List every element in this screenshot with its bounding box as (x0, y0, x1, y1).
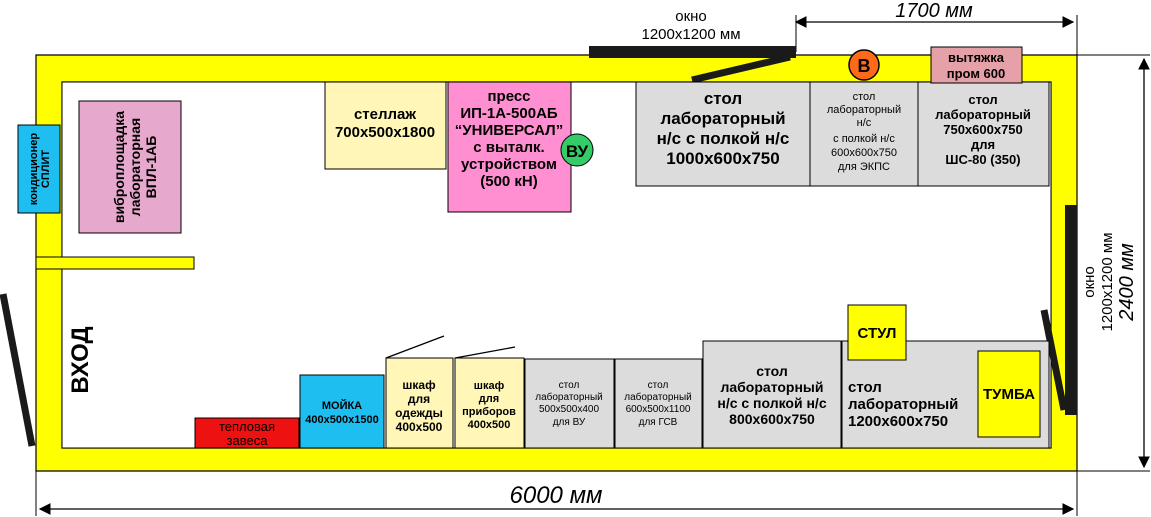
table-vu (524, 358, 615, 449)
table-800-label-4: 800х600х750 (729, 411, 815, 427)
press-label-4: с выталк. (473, 139, 544, 156)
wardrobe-devices (454, 357, 525, 449)
press-label-5: устройством (461, 156, 557, 173)
b-badge (848, 49, 880, 81)
cabinet (977, 350, 1041, 438)
table-gsv (614, 358, 703, 449)
window-top-label-2: 1200х1200 мм (641, 26, 740, 43)
press-label-2: ИП-1А-500АБ (460, 105, 558, 122)
table-ekps-label-2: лабораторный (827, 104, 901, 116)
entrance-label: ВХОД (67, 326, 94, 393)
window-right-label-2: 1200х1200 мм (1099, 232, 1116, 331)
conditioner-label-2: СПЛИТ (40, 150, 52, 188)
wardrobe-clothes (385, 357, 454, 449)
partition-stub (35, 256, 195, 270)
table-ekps-label-6: для ЭКПС (838, 161, 890, 173)
wardrobe-clothes-label-3: одежды (395, 406, 443, 420)
table-shs-label-5: ШС-80 (350) (945, 152, 1020, 167)
window-top (589, 46, 796, 58)
table-1200-label-3: 1200х600х750 (848, 413, 948, 430)
press-label-1: пресс (487, 88, 530, 105)
window-right-sash (1040, 309, 1068, 411)
vibro-platform (78, 100, 182, 234)
wardrobe-clothes-label-4: 400х500 (396, 420, 443, 434)
press (447, 81, 572, 213)
wardrobe-devices-label-3: приборов (462, 406, 516, 418)
table-ekps (809, 81, 919, 187)
vibro-label-2: лабораторная (127, 118, 143, 216)
shelf-label-2: 700х500х1800 (335, 124, 435, 141)
wardrobe-devices-label-1: шкаф (474, 380, 505, 392)
wardrobe-clothes-label-2: для (408, 392, 430, 406)
sink-label-2: 400х500х1500 (305, 414, 378, 426)
window-top-label-1: окно (675, 8, 707, 25)
table-800-label-1: стол (756, 363, 788, 379)
table-800-label-3: н/с с полкой н/с (717, 395, 826, 411)
table-1000-label-4: 1000х600х750 (666, 149, 779, 168)
table-gsv-label-4: для ГСВ (639, 417, 678, 428)
table-vu-label-1: стол (559, 380, 580, 391)
wardrobe-devices-door (454, 346, 516, 359)
wardrobe-devices-label-2: для (479, 393, 499, 405)
cabinet-label: ТУМБА (983, 386, 1035, 403)
table-shs-label-1: стол (968, 92, 997, 107)
table-vu-label-2: лабораторный (535, 391, 602, 403)
shelf (324, 81, 447, 170)
window-right (1065, 205, 1077, 415)
vu-badge-label: ВУ (566, 142, 589, 161)
wardrobe-clothes-label-1: шкаф (402, 378, 436, 392)
hood-label-1: вытяжка (948, 50, 1005, 65)
table-1000-label-2: лабораторный (660, 109, 785, 128)
heat-curtain-label-2: завеса (227, 433, 269, 448)
b-badge-label: В (858, 56, 871, 76)
heat-curtain (194, 417, 300, 449)
press-label-6: (500 кН) (480, 173, 538, 190)
table-vu-label-4: для ВУ (553, 417, 586, 428)
vu-badge (560, 133, 594, 167)
wardrobe-clothes-door (385, 335, 445, 359)
table-shs-label-4: для (971, 137, 995, 152)
entrance-door (0, 293, 36, 447)
dimension-top-label: 1700 мм (895, 0, 973, 22)
table-1000 (635, 81, 811, 187)
table-gsv-label-3: 600х500х1100 (626, 404, 691, 415)
window-right-label-1: окно (1081, 266, 1098, 298)
table-800 (702, 340, 842, 449)
table-shs-label-2: лабораторный (935, 107, 1031, 122)
vibro-label-1: виброплощадка (111, 111, 127, 223)
chair (847, 304, 907, 361)
dimension-right-label: 2400 мм (1116, 243, 1138, 322)
table-1000-label-1: стол (704, 89, 742, 108)
table-vu-label-3: 500х500х400 (539, 404, 599, 415)
table-gsv-label-1: стол (648, 380, 669, 391)
table-ekps-label-4: с полкой н/с (833, 133, 895, 145)
conditioner-label-1: кондиционер (28, 133, 40, 205)
table-1000-label-3: н/с с полкой н/с (657, 129, 790, 148)
window-top-sash (691, 53, 791, 84)
dimension-bottom-label: 6000 мм (510, 482, 603, 509)
table-shs (917, 81, 1050, 187)
press-label-3: “УНИВЕРСАЛ” (455, 122, 563, 139)
table-ekps-label-1: стол (853, 91, 876, 103)
sink-label-1: МОЙКА (322, 399, 362, 412)
table-1200-label-2: лабораторный (848, 396, 958, 413)
chair-label: СТУЛ (858, 325, 897, 342)
table-800-label-2: лабораторный (720, 379, 823, 395)
table-ekps-label-5: 600х600х750 (831, 147, 897, 159)
table-ekps-label-3: н/с (857, 117, 872, 129)
table-1200-label-1: стол (848, 379, 882, 396)
shelf-label-1: стеллаж (354, 106, 416, 123)
sink (299, 374, 385, 449)
hood-label-2: пром 600 (947, 66, 1005, 81)
exhaust-hood (930, 46, 1023, 84)
heat-curtain-label-1: тепловая (219, 419, 275, 434)
conditioner (17, 124, 61, 214)
vibro-label-3: ВПЛ-1АБ (143, 136, 159, 199)
wardrobe-devices-label-4: 400х500 (468, 419, 511, 431)
table-gsv-label-2: лабораторный (624, 391, 691, 403)
table-shs-label-3: 750х600х750 (943, 122, 1023, 137)
